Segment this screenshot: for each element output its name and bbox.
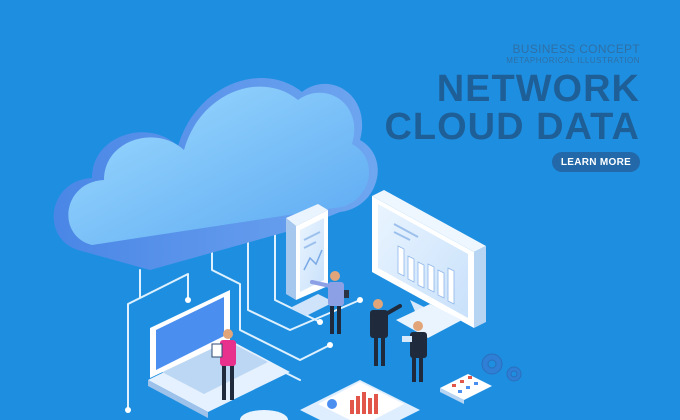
learn-more-button[interactable]: LEARN MORE bbox=[552, 152, 640, 172]
tablet-display bbox=[286, 204, 334, 316]
kicker-line-2: METAPHORICAL ILLUSTRATION bbox=[506, 56, 640, 65]
cloud-icon bbox=[53, 78, 378, 270]
report-card bbox=[300, 380, 420, 420]
disc bbox=[240, 410, 288, 420]
person-monitor-1 bbox=[370, 299, 402, 366]
bar-chart-icon bbox=[397, 245, 455, 305]
person-laptop bbox=[211, 329, 236, 400]
person-monitor-2 bbox=[402, 321, 427, 382]
network-line-dots bbox=[125, 297, 363, 413]
gear-icon bbox=[481, 353, 522, 382]
kicker-line-1: BUSINESS CONCEPT bbox=[512, 42, 640, 56]
calculator-icon bbox=[440, 374, 492, 404]
person-tablet bbox=[310, 271, 349, 334]
monitor bbox=[372, 190, 486, 338]
laptop bbox=[148, 290, 290, 418]
headline-line-2: CLOUD DATA bbox=[384, 106, 640, 148]
headline-line-1: NETWORK bbox=[436, 68, 640, 110]
